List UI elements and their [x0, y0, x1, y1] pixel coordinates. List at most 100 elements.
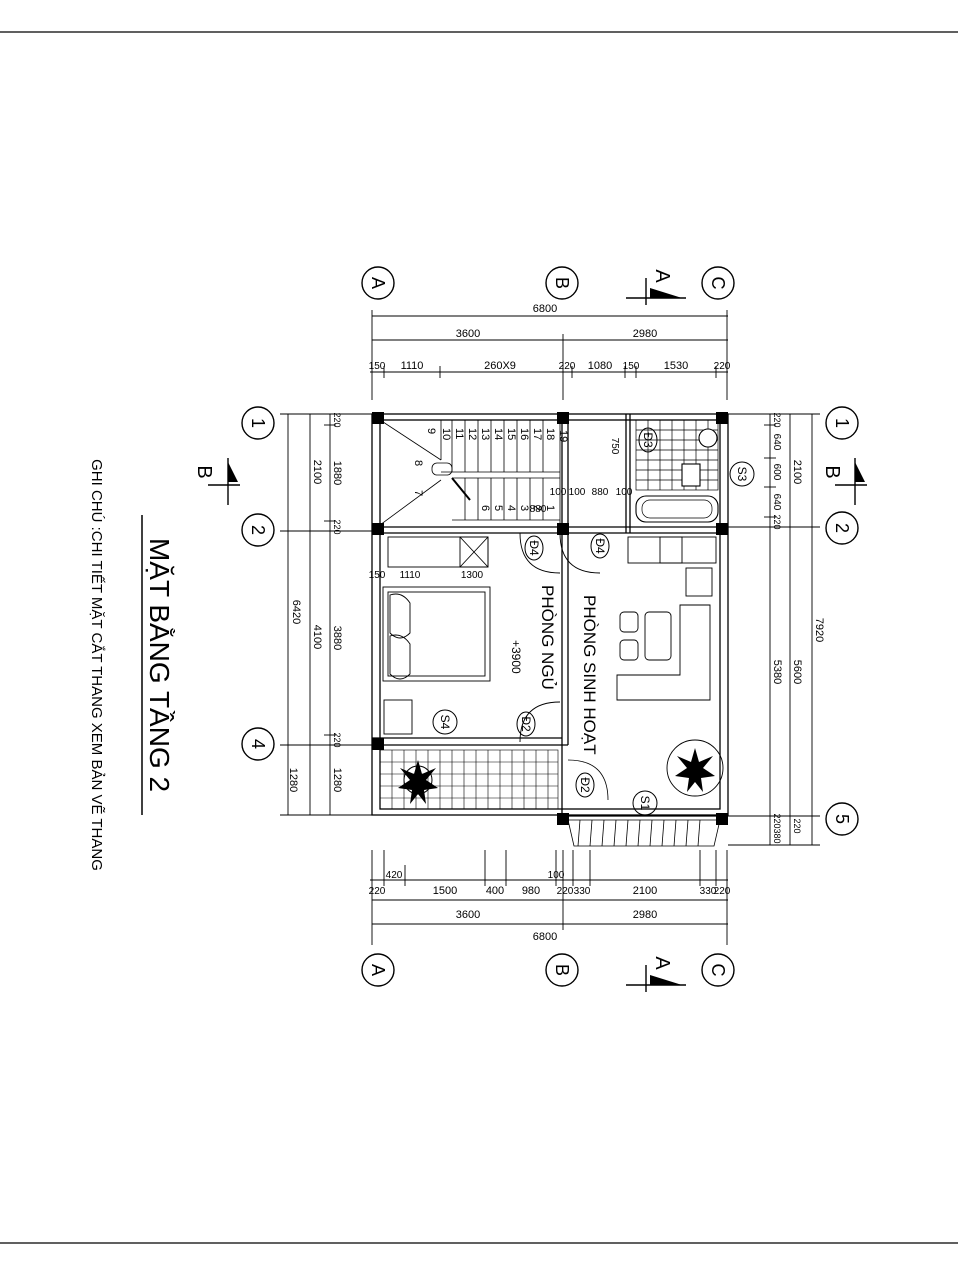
- svg-text:880: 880: [530, 504, 547, 515]
- balcony-left-tiles: [379, 749, 559, 810]
- svg-text:1: 1: [832, 418, 852, 428]
- svg-text:1: 1: [248, 418, 268, 428]
- svg-text:18: 18: [544, 428, 556, 440]
- tag-s1: S1: [632, 790, 658, 816]
- svg-text:11: 11: [453, 428, 465, 439]
- svg-text:1: 1: [544, 505, 556, 511]
- tag-d4-bedroom: Đ4: [524, 535, 544, 561]
- dim-bottom-row-0: 220: [369, 886, 386, 897]
- dim-left-inner-1: 1880: [331, 461, 343, 485]
- svg-text:A: A: [651, 269, 673, 283]
- dim-bottom-row-2: 400: [486, 885, 504, 897]
- svg-text:3: 3: [518, 505, 530, 511]
- section-mark-a-bottom: A: [626, 956, 686, 992]
- stair-step-numbers: 1 2 3 4 5 6 7 8 9 10 11 12 13 14 15 16 1…: [412, 428, 569, 511]
- dim-bottom-row-6: 2100: [633, 885, 657, 897]
- svg-text:Đ2: Đ2: [519, 716, 533, 732]
- dim-bottom-row-8: 220: [714, 886, 731, 897]
- bathroom: [635, 419, 719, 523]
- dim-bottom-a-b: 3600: [456, 909, 480, 921]
- dim-right-outer-1: 5600: [791, 660, 803, 684]
- axis-bubble-a-top: A: [361, 266, 395, 300]
- axis-bubble-2-right: 2: [825, 511, 859, 545]
- svg-text:B: B: [821, 465, 843, 478]
- dim-left-inner-3: 3880: [331, 626, 343, 650]
- svg-text:B: B: [552, 277, 572, 289]
- svg-text:150: 150: [369, 570, 386, 581]
- room-level: +3900: [509, 640, 523, 674]
- tag-s3: S3: [729, 461, 755, 487]
- dim-left-outer-2: 1280: [287, 768, 299, 792]
- dim-right-inner-2: 600: [771, 464, 782, 481]
- section-mark-b-right: B: [821, 458, 867, 505]
- dim-top-row-2: 260X9: [484, 360, 516, 372]
- svg-text:17: 17: [531, 428, 543, 440]
- svg-text:8: 8: [412, 460, 424, 466]
- dim-left-inner-5: 1280: [331, 768, 343, 792]
- columns: [372, 412, 728, 825]
- axis-bubble-b-top: B: [545, 266, 579, 300]
- svg-text:Đ2: Đ2: [578, 777, 592, 793]
- dim-top-row-6: 1530: [664, 360, 688, 372]
- svg-text:6: 6: [479, 505, 491, 511]
- dim-left-outer-1: 4100: [311, 625, 323, 649]
- axis-bubble-c-bottom: C: [701, 953, 735, 987]
- stair: [379, 419, 561, 526]
- dim-right-inner-1: 640: [771, 434, 782, 451]
- dim-top-row-3: 220: [559, 361, 576, 372]
- bedroom-furniture: [382, 532, 601, 743]
- dim-top-a-b: 3600: [456, 328, 480, 340]
- dim-top-row-1: 1110: [401, 360, 424, 372]
- axis-bubble-2-left: 2: [241, 513, 275, 547]
- dim-bottom-total: 6800: [533, 931, 557, 943]
- svg-text:B: B: [193, 465, 215, 478]
- dim-top-row-4: 1080: [588, 360, 612, 372]
- svg-text:S1: S1: [638, 796, 652, 811]
- svg-text:14: 14: [492, 428, 504, 440]
- tag-d3-bath: Đ3: [638, 427, 658, 453]
- dimension-lines: [280, 310, 820, 945]
- dim-top-row-7: 220: [714, 361, 731, 372]
- dim-bottom-row-4: 220: [557, 886, 574, 897]
- dim-right-inner-5: 5380: [771, 660, 783, 684]
- dim-left-inner-2: 220: [332, 519, 342, 534]
- dim-top-row-0: 150: [369, 361, 386, 372]
- tag-d2-balcony: Đ2: [575, 772, 595, 798]
- svg-text:16: 16: [518, 428, 530, 440]
- axis-bubble-b-bottom: B: [545, 953, 579, 987]
- svg-text:2: 2: [531, 505, 543, 511]
- svg-text:Đ4: Đ4: [593, 538, 607, 554]
- svg-text:A: A: [368, 277, 388, 289]
- axis-bubble-c-top: C: [701, 266, 735, 300]
- svg-text:S3: S3: [735, 467, 749, 482]
- dim-right-inner-7: 380: [772, 828, 782, 843]
- svg-text:12: 12: [466, 428, 478, 440]
- dim-bottom-row-5: 330: [574, 886, 591, 897]
- section-mark-b-left: B: [193, 458, 240, 505]
- dimension-texts: 6800 3600 2980 150 1110 260X9 220 1080 1…: [369, 303, 731, 943]
- svg-text:750: 750: [609, 438, 620, 455]
- plant-icon: [675, 748, 715, 792]
- svg-text:2: 2: [832, 523, 852, 533]
- axis-bubble-5-right: 5: [825, 802, 859, 836]
- title-block: MẶT BẰNG TẦNG 2 GHI CHÚ :CHI TIẾT MẶT CẮ…: [88, 459, 175, 871]
- svg-text:1300: 1300: [461, 570, 484, 581]
- dim-bottom-row-3: 980: [522, 885, 540, 897]
- svg-text:Đ4: Đ4: [527, 540, 541, 556]
- svg-text:A: A: [651, 956, 673, 970]
- dim-right-inner-6: 220: [772, 813, 782, 828]
- dim-right-total: 7920: [813, 618, 825, 642]
- svg-text:5: 5: [832, 814, 852, 824]
- svg-text:100: 100: [569, 487, 586, 498]
- svg-text:880: 880: [592, 487, 609, 498]
- dim-left-inner-4: 220: [332, 732, 342, 747]
- dim-top-b-c: 2980: [633, 328, 657, 340]
- dim-bottom-row-1: 1500: [433, 885, 457, 897]
- dim-bottom-extra-1: 100: [548, 870, 565, 881]
- dim-left-outer-0: 2100: [311, 460, 323, 484]
- drawing-note: GHI CHÚ :CHI TIẾT MẶT CẮT THANG XEM BẢN …: [88, 459, 106, 871]
- svg-text:4: 4: [248, 739, 268, 749]
- dim-right-inner-3: 640: [771, 494, 782, 511]
- svg-text:100: 100: [550, 487, 567, 498]
